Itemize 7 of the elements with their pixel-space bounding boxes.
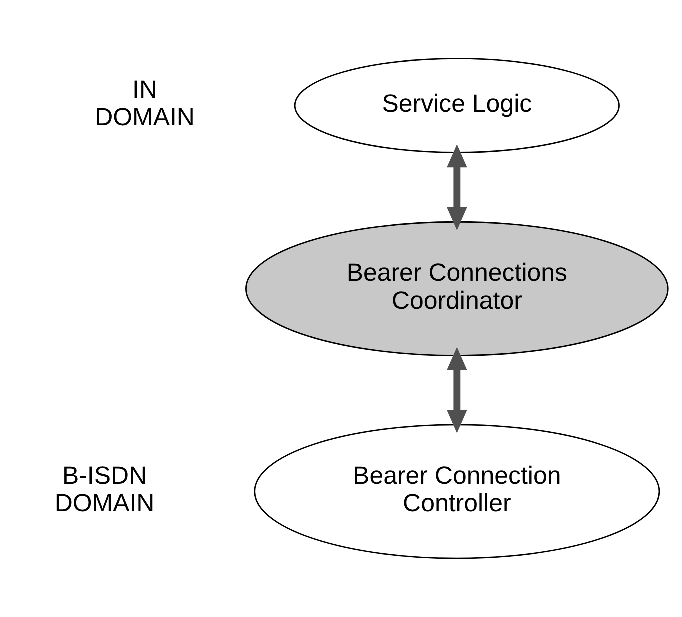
arrow [447,144,468,231]
node-ellipse: Bearer Connections Coordinator [246,221,669,356]
node-ellipse: Service Logic [294,58,620,154]
label: B-ISDN DOMAIN [54,462,155,518]
label: IN DOMAIN [95,76,195,132]
arrow [447,347,468,434]
node-ellipse: Bearer Connection Controller [254,424,660,560]
